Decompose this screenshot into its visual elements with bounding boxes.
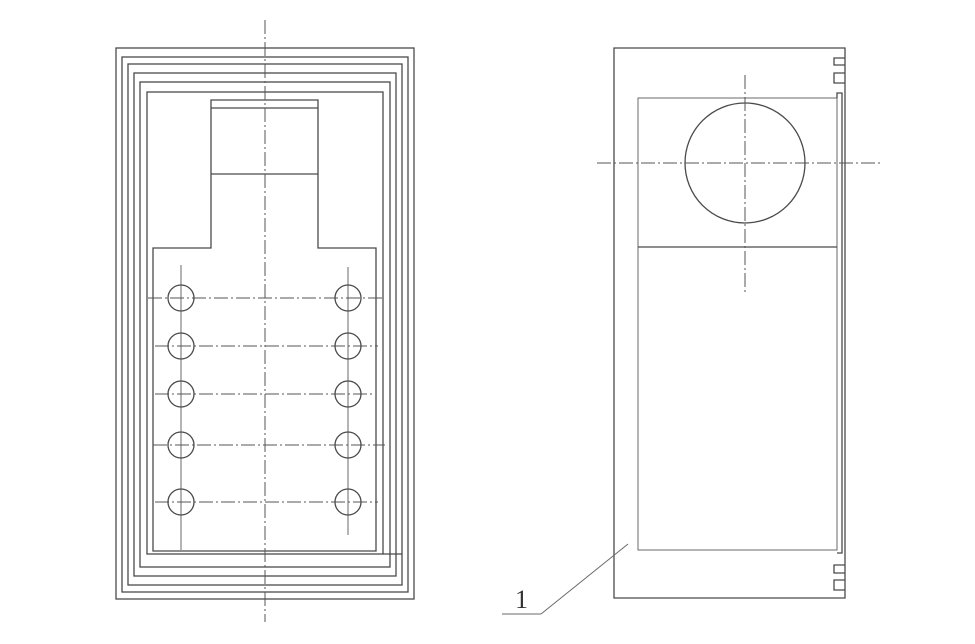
- front-view: [115, 20, 415, 622]
- callout-1: [502, 543, 629, 615]
- callout-label-1: 1: [515, 585, 528, 614]
- side-view: [597, 47, 880, 599]
- hole-row-4: [153, 431, 385, 459]
- hole-row-5: [155, 488, 378, 516]
- hole-row-2: [155, 332, 378, 360]
- hole-row-1: [148, 284, 382, 312]
- hole-row-3: [155, 380, 375, 408]
